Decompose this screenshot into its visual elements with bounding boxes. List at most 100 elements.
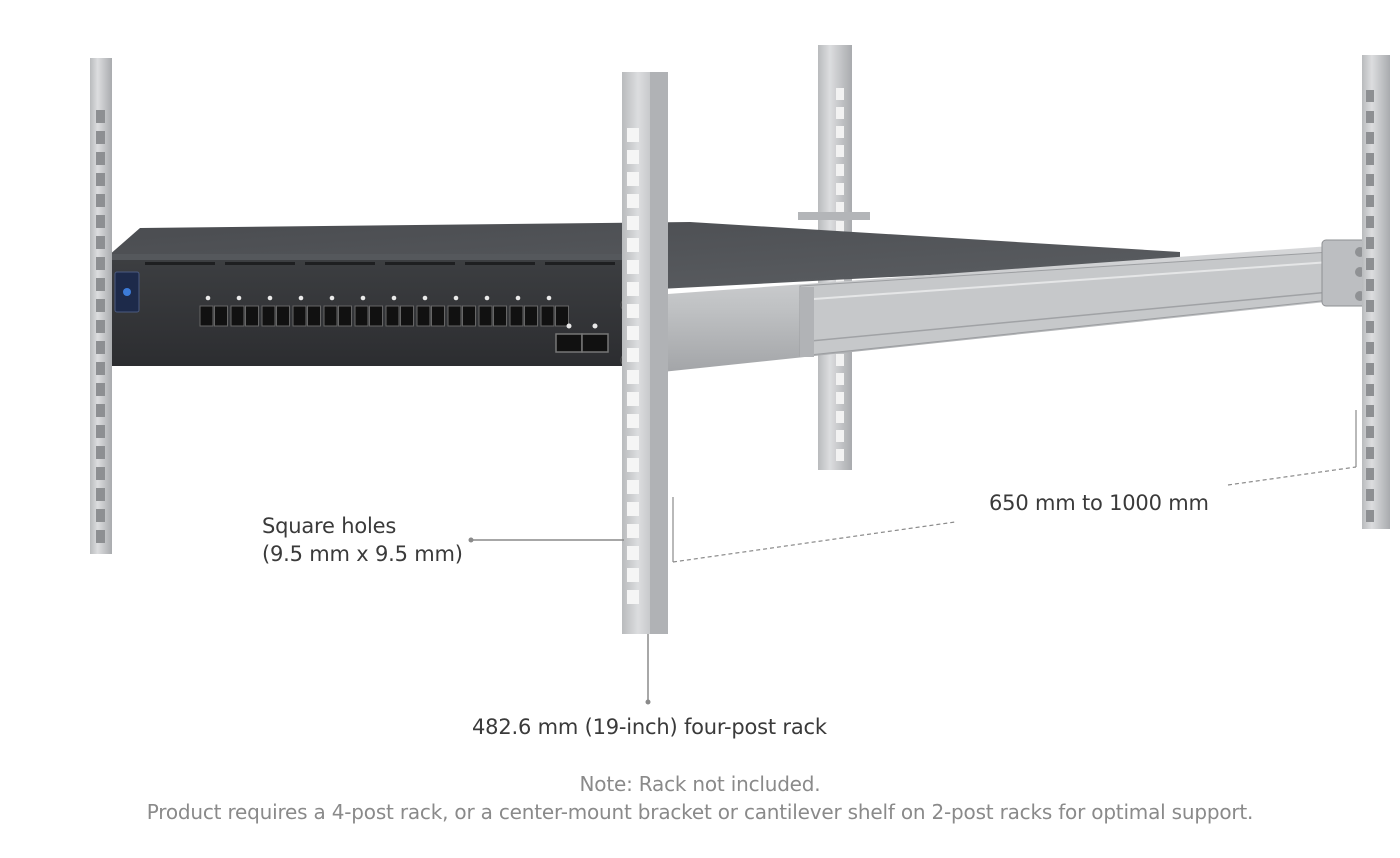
square-hole xyxy=(836,221,844,233)
port-led xyxy=(453,295,459,301)
square-hole xyxy=(96,215,105,228)
square-hole xyxy=(96,110,105,123)
square-hole xyxy=(627,150,639,164)
square-hole xyxy=(836,373,844,385)
square-hole xyxy=(96,194,105,207)
vent-slot xyxy=(145,262,215,265)
square-hole xyxy=(1366,384,1374,396)
sfp-port[interactable] xyxy=(385,305,400,327)
square-hole xyxy=(627,480,639,494)
sfp-port[interactable] xyxy=(292,305,307,327)
square-hole xyxy=(96,509,105,522)
rack-requirement-note: Product requires a 4-post rack, or a cen… xyxy=(146,800,1254,824)
sfp-port[interactable] xyxy=(462,305,476,327)
square-hole xyxy=(1366,300,1374,312)
square-hole xyxy=(96,446,105,459)
square-hole xyxy=(1366,447,1374,459)
square-hole xyxy=(96,488,105,501)
rack-type-callout: 482.6 mm (19-inch) four-post rack xyxy=(472,715,827,739)
square-hole xyxy=(627,128,639,142)
sfp-port[interactable] xyxy=(416,305,431,327)
square-hole xyxy=(627,260,639,274)
square-hole xyxy=(836,430,844,442)
square-hole xyxy=(1366,153,1374,165)
sfp-port[interactable] xyxy=(524,305,538,327)
square-hole xyxy=(836,392,844,404)
sfp-port[interactable] xyxy=(323,305,338,327)
sfp-port[interactable] xyxy=(431,305,445,327)
square-hole xyxy=(1366,426,1374,438)
square-hole xyxy=(627,414,639,428)
sfp-port[interactable] xyxy=(230,305,245,327)
sfp-port[interactable] xyxy=(478,305,493,327)
square-hole xyxy=(836,164,844,176)
square-hole xyxy=(836,202,844,214)
square-hole xyxy=(1366,510,1374,522)
port-led xyxy=(515,295,521,301)
square-hole xyxy=(1366,237,1374,249)
square-hole xyxy=(1366,195,1374,207)
square-hole xyxy=(836,88,844,100)
square-hole xyxy=(1366,216,1374,228)
square-hole xyxy=(96,278,105,291)
sfp-port[interactable] xyxy=(245,305,259,327)
square-hole xyxy=(1366,321,1374,333)
square-hole xyxy=(627,590,639,604)
square-hole xyxy=(1366,342,1374,354)
sfp-port[interactable] xyxy=(199,305,214,327)
sfp-port[interactable] xyxy=(214,305,228,327)
sfp-port[interactable] xyxy=(354,305,369,327)
square-hole xyxy=(627,568,639,582)
square-hole xyxy=(627,392,639,406)
sfp-port[interactable] xyxy=(338,305,352,327)
square-hole xyxy=(96,299,105,312)
square-holes-size: (9.5 mm x 9.5 mm) xyxy=(262,542,463,566)
sfp-port[interactable] xyxy=(307,305,321,327)
square-hole xyxy=(627,524,639,538)
vent-slot xyxy=(225,262,295,265)
port-led xyxy=(267,295,273,301)
square-hole xyxy=(627,326,639,340)
square-hole xyxy=(96,362,105,375)
sfp-port[interactable] xyxy=(369,305,383,327)
square-hole xyxy=(836,354,844,366)
sfp-port-icon[interactable] xyxy=(555,323,609,353)
rack-not-included-note: Note: Rack not included. xyxy=(579,772,821,796)
square-hole xyxy=(1366,132,1374,144)
square-hole xyxy=(627,436,639,450)
depth-range-callout: 650 mm to 1000 mm xyxy=(989,491,1209,515)
square-hole xyxy=(627,348,639,362)
square-hole xyxy=(836,145,844,157)
square-hole xyxy=(96,152,105,165)
sfp-port[interactable] xyxy=(509,305,524,327)
port-led xyxy=(484,295,490,301)
square-hole xyxy=(627,216,639,230)
sfp-port[interactable] xyxy=(276,305,290,327)
front-post-left xyxy=(90,58,112,554)
sfp-port[interactable] xyxy=(400,305,414,327)
front-post-right xyxy=(622,72,668,634)
square-hole xyxy=(627,458,639,472)
square-hole xyxy=(96,467,105,480)
vent-slot xyxy=(385,262,455,265)
sfp-port[interactable] xyxy=(540,305,555,327)
slide-rail xyxy=(640,212,1371,372)
square-hole xyxy=(627,238,639,252)
leader-lines xyxy=(468,410,1357,705)
square-hole xyxy=(836,411,844,423)
vent-slot xyxy=(465,262,535,265)
square-hole xyxy=(1366,468,1374,480)
square-hole xyxy=(627,172,639,186)
sfp-port[interactable] xyxy=(555,305,569,327)
square-hole xyxy=(627,282,639,296)
vent-slot xyxy=(545,262,615,265)
sfp-port[interactable] xyxy=(261,305,276,327)
sfp-port[interactable] xyxy=(447,305,462,327)
square-hole xyxy=(1366,405,1374,417)
port-led xyxy=(329,295,335,301)
sfp-port[interactable] xyxy=(493,305,507,327)
square-hole xyxy=(96,425,105,438)
square-hole xyxy=(627,304,639,318)
port-led xyxy=(422,295,428,301)
square-hole xyxy=(96,404,105,417)
